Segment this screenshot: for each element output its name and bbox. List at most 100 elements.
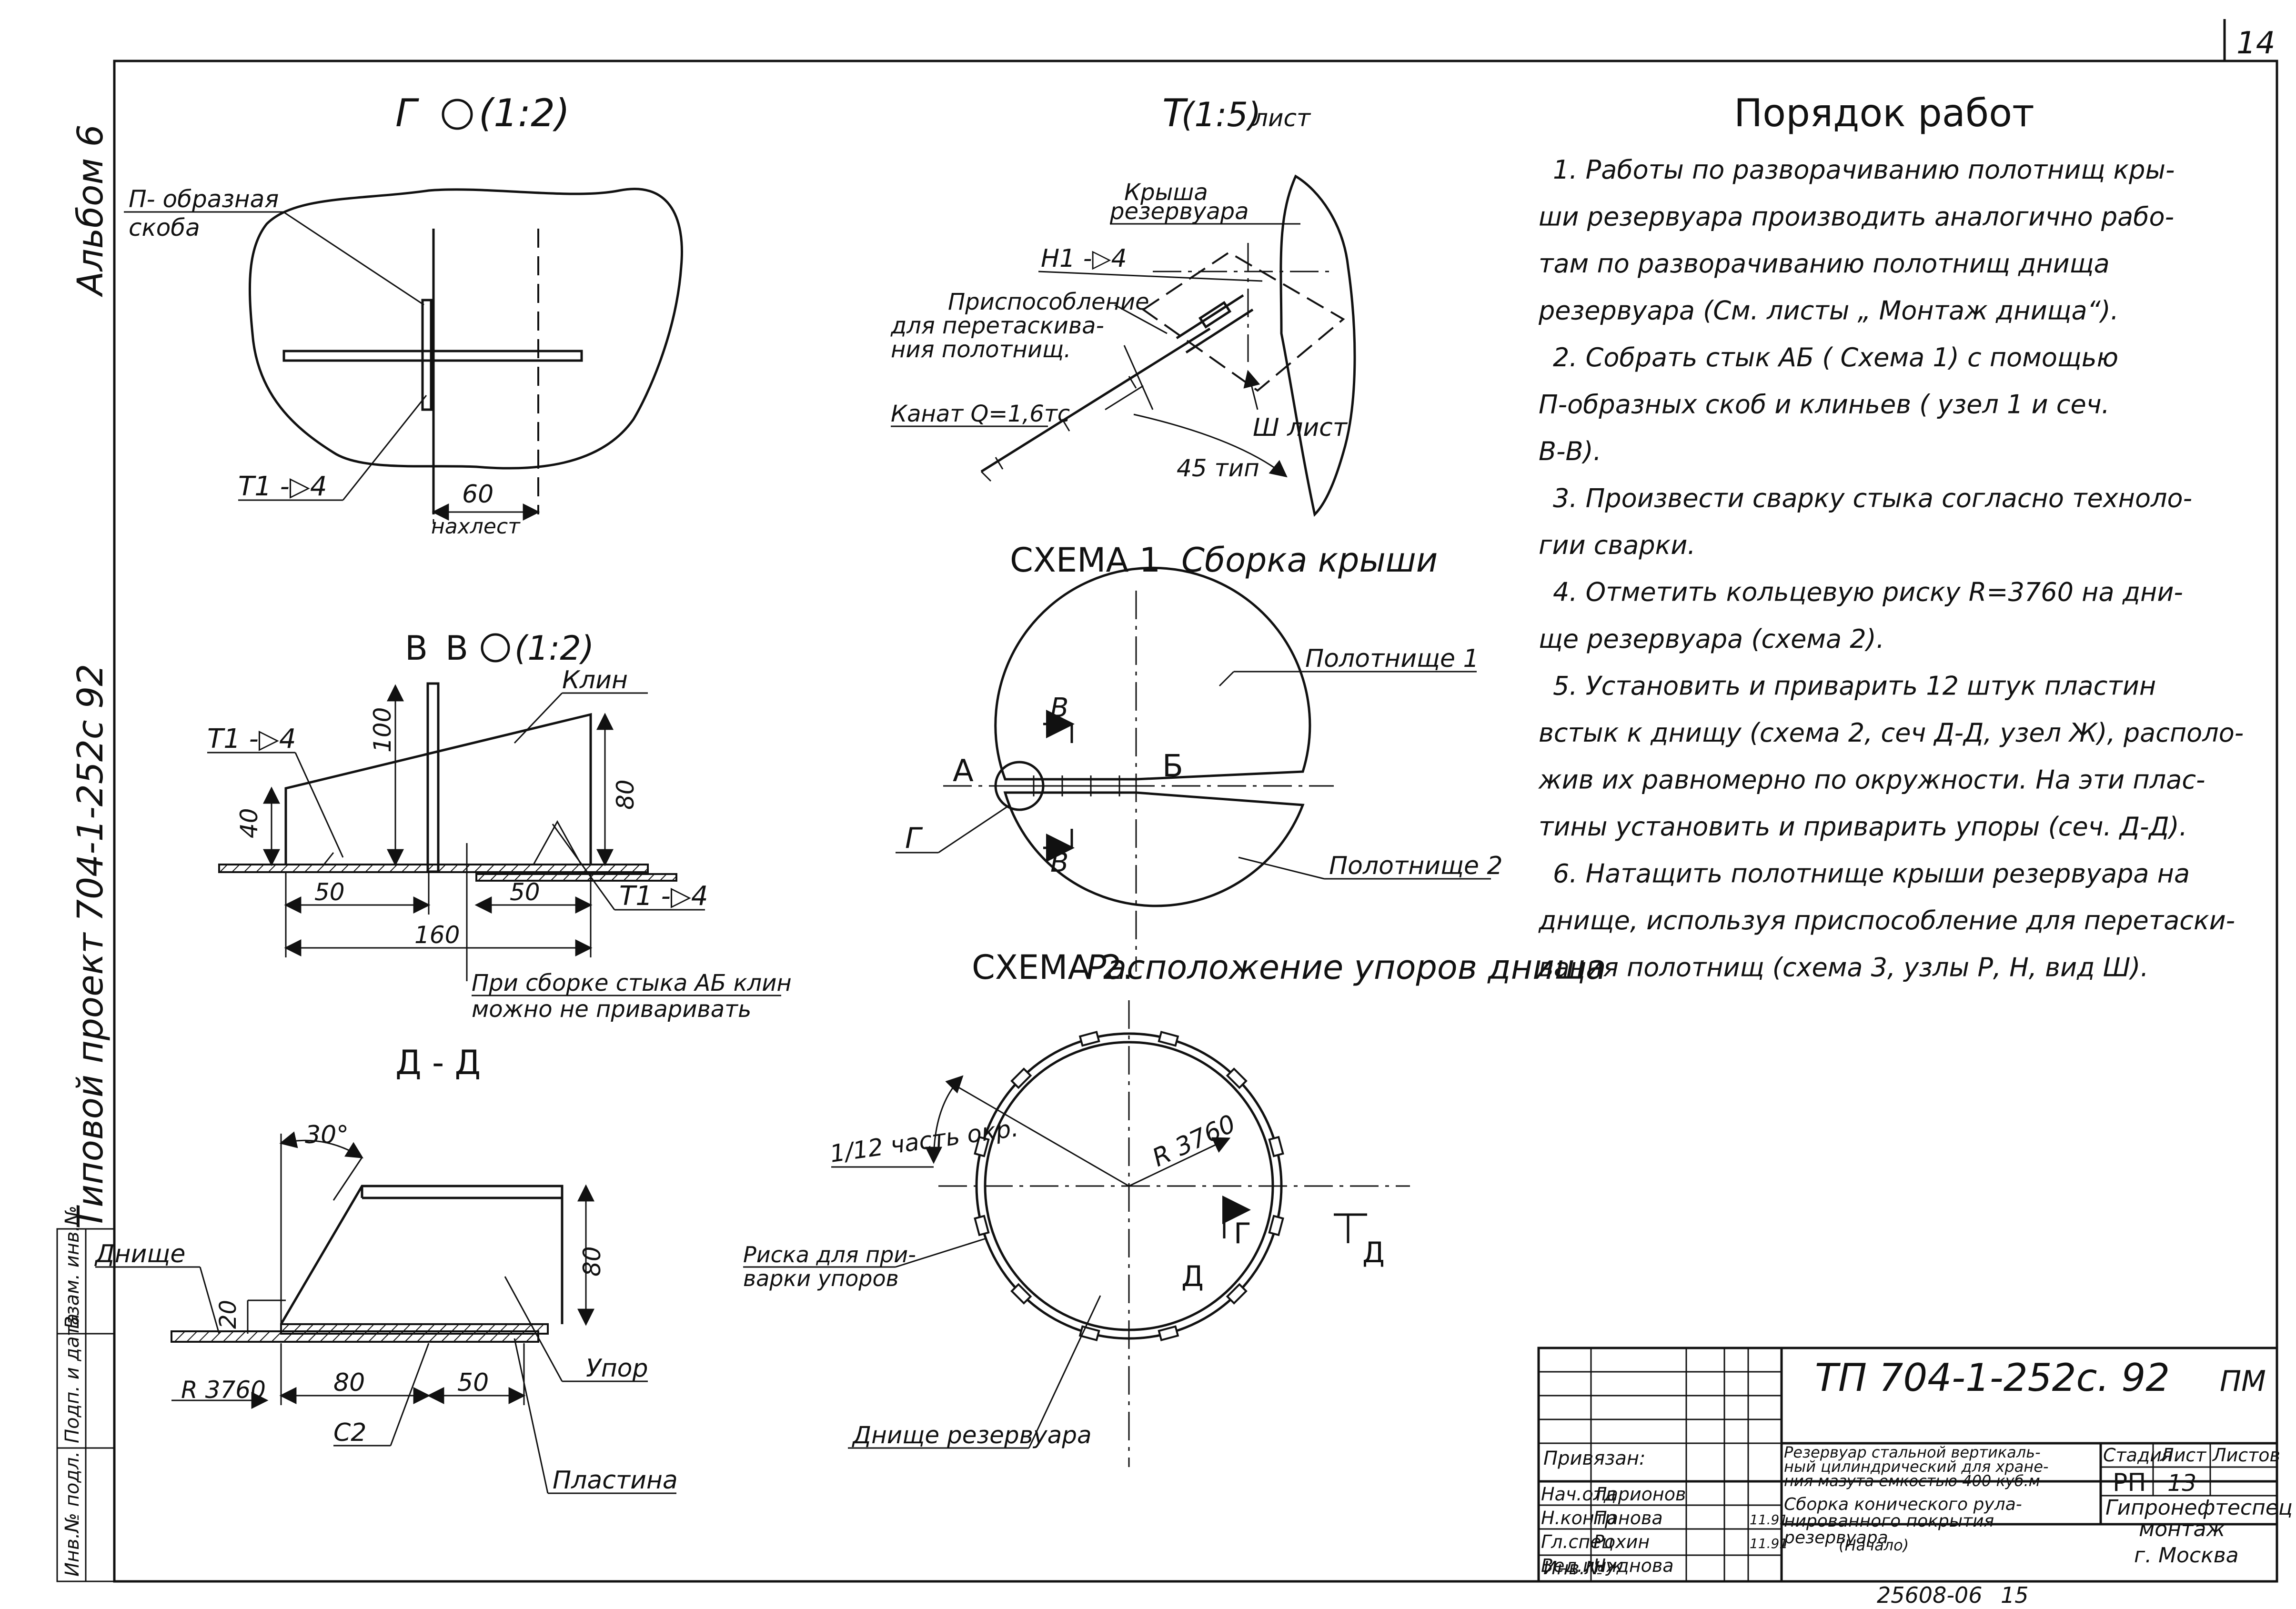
scheme1-node-g: Г [905, 822, 923, 855]
work-order-line: днище, используя приспособление для пере… [1538, 905, 2235, 935]
view-vv-label-wedge: Клин [562, 666, 628, 694]
view-g-leader-bracket [283, 211, 424, 306]
scheme2-bottom: Днище резервуара [852, 1421, 1092, 1449]
work-order-line: жив их равномерно по окружности. На эти … [1538, 765, 2205, 795]
scheme2-stop [1010, 1283, 1032, 1305]
work-order-line: 3. Произвести сварку стыка согласно техн… [1553, 483, 2192, 513]
title-code: ТП 704-1-252с. 92 [1815, 1356, 2170, 1400]
view-t-device-frame [1141, 251, 1345, 392]
title-desc-2: ный цилиндрический для хране- [1784, 1458, 2048, 1476]
view-vv-dim-40: 40 [235, 808, 263, 838]
work-order: Порядок работ 1. Работы по разворачивани… [1538, 91, 2244, 983]
work-order-line: 2. Собрать стык АБ ( Схема 1) с помощью [1553, 342, 2118, 372]
scheme2-stop [1226, 1283, 1248, 1305]
view-g-bracket-bar [282, 350, 583, 362]
title-desc-1: Резервуар стальной вертикаль- [1784, 1443, 2041, 1461]
view-g-node-circle [442, 99, 473, 130]
title-role: Н.контр [1541, 1508, 1616, 1529]
side-stamp-sign: Подп. и дата [61, 1314, 83, 1443]
view-t-label-roof-2: резервуара [1109, 198, 1249, 225]
view-dd-weld: С2 [333, 1418, 366, 1447]
view-g-label-bracket-1: П- образная [129, 185, 279, 213]
scheme1-pt-a: А [953, 754, 974, 789]
work-order-line: встык к днищу (схема 2, сеч Д-Д, узел Ж)… [1539, 718, 2244, 748]
side-project-label: Типовой проект 704-1-252с 92 [70, 664, 111, 1229]
view-vv-label-weld-right: Т1 -▷4 [619, 881, 708, 912]
scheme2-sec-d2: Д [1362, 1236, 1385, 1269]
scheme1-sec-v-bottom: В [1050, 847, 1068, 878]
scheme1-panel1-label: Полотнище 1 [1305, 644, 1479, 673]
work-order-line: 1. Работы по разворачиванию полотнищ кры… [1553, 155, 2175, 185]
title-role-name: Рохин [1593, 1531, 1650, 1552]
scheme2-part: 1/12 часть окр. [828, 1114, 1020, 1168]
view-t-scale: (1:5) [1181, 95, 1261, 134]
scheme2-stop [974, 1136, 990, 1157]
view-vv: В В (1:2) 80 100 40 50 50 160 Клин Т1 -▷… [207, 629, 792, 1023]
work-order-line: ще резервуара (схема 2). [1539, 624, 1884, 654]
scheme-1: СХЕМА 1 Сборка крыши А Б В В Г Полотнище… [896, 541, 1503, 972]
view-g-label-bracket-2: скоба [129, 214, 200, 241]
scheme1-sec-v-top: В [1050, 693, 1068, 724]
work-order-line: вания полотнищ (схема 3, узлы Р, Н, вид … [1539, 953, 2149, 983]
view-g-break-outline [248, 188, 683, 470]
view-g: Г (1:2) П- образная скоба Т1 -▷4 60 нахл… [124, 91, 683, 539]
scheme2-mark-ring [984, 1041, 1274, 1331]
title-block: ТП 704-1-252с. 92 ПМ Резервуар стальной … [1537, 1347, 2293, 1608]
corner-number: 14 [2236, 26, 2275, 61]
side-stamp-replace: Взам. инв.№ [61, 1206, 83, 1329]
view-vv-title2: В [445, 629, 468, 668]
title-org-1: Гипронефтеспец [2105, 1496, 2293, 1520]
sheet-frame [113, 60, 2278, 1583]
title-role: Гл.спец [1541, 1531, 1614, 1552]
title-footer-page: 15 [2001, 1582, 2029, 1608]
title-role-date: 11.91 [1750, 1536, 1788, 1551]
view-dd-dim-80v: 80 [578, 1246, 606, 1277]
title-bound: Привязан: [1543, 1448, 1646, 1469]
scheme-2: СХЕМА 2. Расположение упоров днища R 376… [743, 948, 1606, 1467]
work-order-line: резервуара (См. листы „ Монтаж днища“). [1538, 296, 2119, 326]
scheme1-panel-1 [994, 566, 1311, 781]
title-role-name: Панова [1593, 1508, 1663, 1529]
view-dd-plate [280, 1323, 549, 1335]
scheme2-stop [1158, 1325, 1179, 1341]
work-order-heading: Порядок работ [1734, 91, 2034, 135]
title-name-1: Сборка конического рула- [1784, 1495, 2022, 1514]
view-vv-note-2: можно не приваривать [472, 996, 751, 1023]
scheme1-panel-2 [1003, 791, 1305, 907]
scheme2-mark-2: варки упоров [743, 1266, 899, 1291]
view-t-title: Т [1162, 91, 1188, 135]
view-g-bracket-plate [421, 299, 433, 411]
title-name-3: резервуара [1783, 1528, 1888, 1548]
title-code-suffix: ПМ [2220, 1365, 2266, 1398]
view-t-dim-arc [1133, 413, 1288, 478]
work-order-line: 5. Установить и приварить 12 штук пласти… [1553, 671, 2156, 701]
view-t-dim: 45 тип [1177, 454, 1259, 482]
view-vv-dim-50b: 50 [510, 878, 540, 906]
title-footer-num: 25608-06 [1877, 1582, 1982, 1608]
view-vv-note-1: При сборке стыка АБ клин [472, 970, 792, 996]
view-dd-dim-20: 20 [215, 1300, 242, 1329]
view-dd-label-plate: Пластина [553, 1466, 678, 1495]
view-vv-dim-80: 80 [612, 779, 639, 810]
side-stamp-inv: Инв.№ подл. [61, 1451, 83, 1577]
view-vv-wedge [284, 713, 592, 865]
title-role-date: 11.91 [1750, 1512, 1788, 1528]
view-t-label-device-3: ния полотнищ. [891, 336, 1071, 363]
view-g-scale: (1:2) [479, 91, 570, 135]
view-dd-dim-80h: 80 [333, 1368, 365, 1397]
scheme2-stop [1158, 1031, 1179, 1047]
scheme1-title: СХЕМА 1 [1010, 541, 1160, 580]
title-name-2: нированного покрытия [1784, 1511, 1994, 1531]
scheme1-subtitle: Сборка крыши [1181, 541, 1438, 580]
view-g-dim-overlap-label: нахлест [431, 514, 521, 539]
side-stamp: Инв.№ подл. Подп. и дата Взам. инв.№ [56, 1206, 115, 1582]
title-desc-3: ния мазута емкостью 400 куб.м [1784, 1472, 2040, 1490]
album-label: Альбом 6 [70, 124, 111, 297]
view-vv-plate-2 [475, 873, 677, 882]
scheme2-stop [1268, 1136, 1284, 1157]
view-t-suffix: лист [1252, 104, 1311, 132]
view-t: Т (1:5) лист 45 тип Ш лист Крыша резерву… [890, 91, 1356, 517]
scheme1-pt-b: Б [1162, 749, 1183, 784]
view-dd-stop [280, 1185, 564, 1325]
